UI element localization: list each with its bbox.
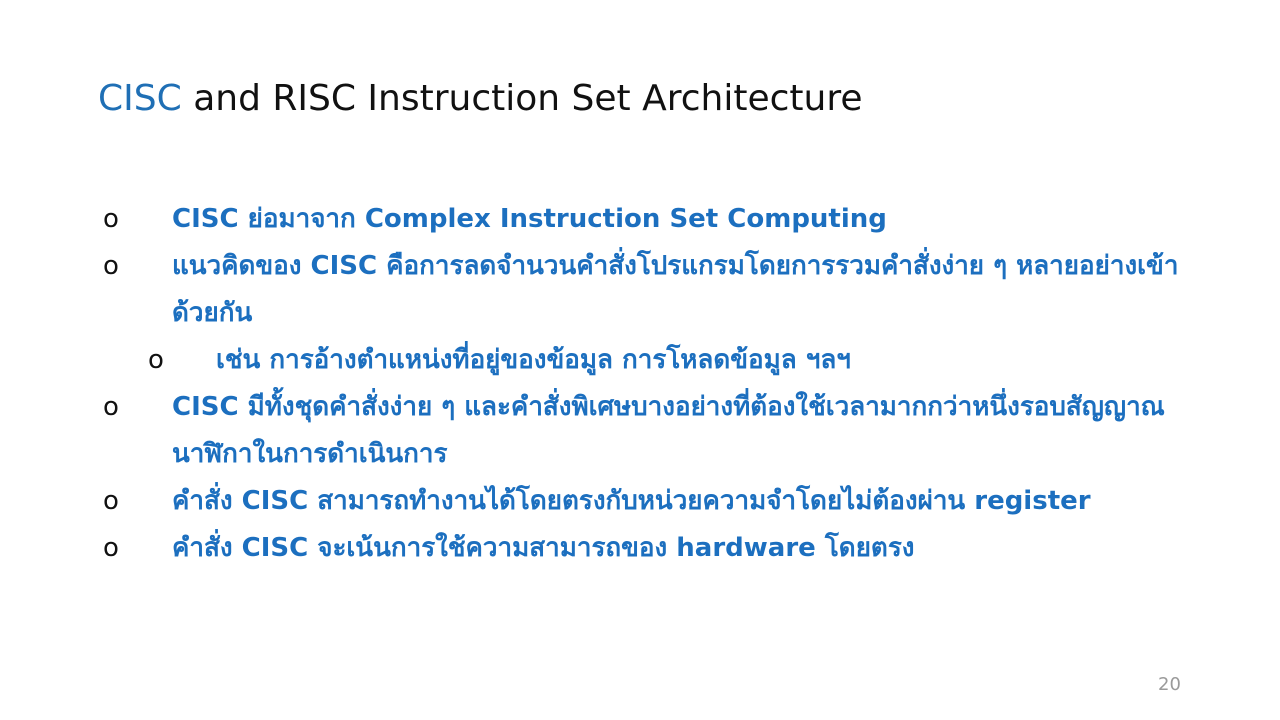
bullet-marker: o bbox=[148, 345, 164, 375]
slide-title: CISC and RISC Instruction Set Architectu… bbox=[98, 78, 863, 119]
bullet-list: o CISC ย่อมาจาก Complex Instruction Set … bbox=[0, 196, 1280, 572]
bullet-text: คำสั่ง CISC สามารถทำงานได้โดยตรงกับหน่วย… bbox=[172, 486, 1091, 516]
bullet-text: เช่น การอ้างตำแหน่งที่อยู่ของข้อมูล การโ… bbox=[216, 345, 851, 375]
bullet-text: CISC ย่อมาจาก Complex Instruction Set Co… bbox=[172, 204, 887, 234]
slide-title-accent: CISC bbox=[98, 78, 182, 119]
bullet-marker: o bbox=[103, 204, 119, 234]
bullet-marker: o bbox=[103, 392, 119, 422]
bullet-marker: o bbox=[103, 486, 119, 516]
bullet-text: แนวคิดของ CISC คือการลดจำนวนคำสั่งโปรแกร… bbox=[172, 251, 1179, 328]
bullet-item: o คำสั่ง CISC จะเน้นการใช้ความสามารถของ … bbox=[0, 525, 1192, 572]
bullet-item: o คำสั่ง CISC สามารถทำงานได้โดยตรงกับหน่… bbox=[0, 478, 1192, 525]
bullet-item: o CISC ย่อมาจาก Complex Instruction Set … bbox=[0, 196, 1192, 243]
bullet-item: o CISC มีทั้งชุดคำสั่งง่าย ๆ และคำสั่งพิ… bbox=[0, 384, 1192, 478]
bullet-item: o แนวคิดของ CISC คือการลดจำนวนคำสั่งโปรแ… bbox=[0, 243, 1192, 337]
sub-bullet-item: o เช่น การอ้างตำแหน่งที่อยู่ของข้อมูล กา… bbox=[0, 337, 1196, 384]
bullet-marker: o bbox=[103, 251, 119, 281]
bullet-text: คำสั่ง CISC จะเน้นการใช้ความสามารถของ ha… bbox=[172, 533, 915, 563]
bullet-text: CISC มีทั้งชุดคำสั่งง่าย ๆ และคำสั่งพิเศ… bbox=[172, 392, 1165, 469]
bullet-marker: o bbox=[103, 533, 119, 563]
slide-title-rest: and RISC Instruction Set Architecture bbox=[181, 78, 863, 119]
page-number: 20 bbox=[1158, 674, 1181, 695]
